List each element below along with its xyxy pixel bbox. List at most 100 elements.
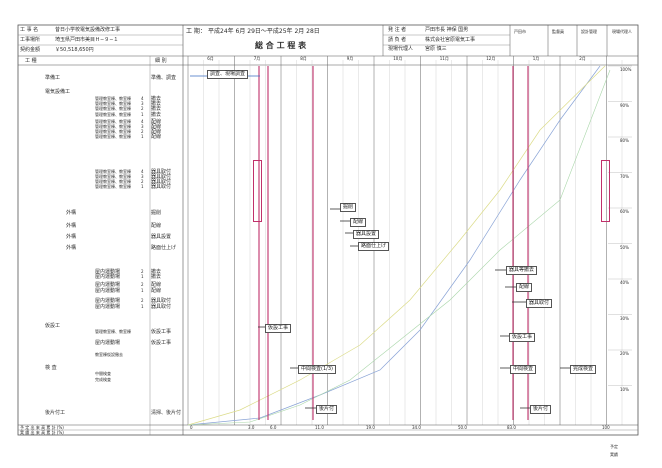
month-label: 7月: [253, 56, 261, 61]
percent-label: 60%: [620, 209, 629, 214]
bar-mid-2: 中間検査: [510, 365, 537, 374]
row-label: 屋内運動場: [95, 274, 121, 280]
row-detail: 配線: [151, 223, 162, 229]
row-detail: 掘削: [151, 210, 162, 216]
work-name-label: 工 事 名: [20, 27, 39, 33]
month-label: 8月: [300, 56, 307, 61]
bar-prep: 調査、現場調査: [207, 70, 249, 79]
progress-value: 50.0: [458, 425, 467, 430]
work-name: 昔日小学校電気設備改修工事: [55, 27, 121, 33]
row-label: 屋内運動場: [95, 298, 121, 304]
stamp-city: 戸田市: [514, 29, 526, 34]
percent-label: 50%: [620, 244, 629, 250]
progress-value: 3.0: [248, 425, 255, 430]
stamp-design: 設計管理: [581, 29, 597, 34]
contractor: 株式会社宮原電気工事: [425, 37, 476, 43]
row-detail: 配線: [151, 129, 162, 135]
percent-label: 10%: [620, 386, 629, 392]
percent-label: 80%: [620, 138, 629, 143]
row-detail: 器具取付: [151, 169, 172, 175]
row-label: 屋内運動場: [95, 269, 121, 275]
row-detail: 器具取付: [151, 174, 172, 180]
row-floor: 3: [141, 101, 144, 106]
row-label: 完成検査: [95, 377, 111, 382]
vertical-tag-2: [601, 160, 610, 222]
row-label: 管理教室棟、教室棟: [95, 134, 131, 139]
bar-temp-1: 仮設工事: [265, 324, 292, 333]
row-label: 後片付工: [45, 410, 66, 416]
row-label: 外構: [66, 245, 77, 251]
percent-label: 90%: [620, 102, 629, 108]
bar-gym-remove: 器具等撤去: [506, 266, 538, 275]
row-detail: 撤去: [151, 274, 162, 280]
row-label: 屋内運動場: [95, 288, 121, 294]
row-label: 管理教室棟、教室棟: [95, 129, 131, 134]
row-floor: 2: [141, 282, 144, 287]
row-floor: 2: [141, 129, 144, 134]
document-title: 総 合 工 程 表: [255, 41, 307, 50]
percent-label: 70%: [620, 173, 629, 179]
vertical-tag-1: [253, 160, 262, 222]
bar-ext-fix: 器具設置: [353, 230, 380, 239]
month-label: 6月: [207, 56, 214, 61]
row-label: 管理教室棟、教室棟: [95, 119, 131, 124]
row-detail: 撤去: [151, 112, 162, 118]
bar-mid-1: 中間検査(1/3): [298, 365, 336, 374]
row-label: 中間検査: [95, 371, 111, 376]
month-label: 12月: [486, 56, 496, 61]
row-detail: 器具取付: [151, 304, 172, 310]
progress-value: 19.0: [366, 425, 375, 430]
row-floor: 2: [141, 106, 144, 111]
row-floor: 1: [141, 134, 144, 139]
bar-ext-wire: 配線: [350, 218, 367, 227]
planned-progress-label: 予 定 出 来 高 累 計 (%): [20, 425, 64, 430]
bar-gym-wire: 配線: [516, 283, 533, 292]
orderer-label: 発 注 者: [388, 27, 407, 33]
row-label: 屋内運動場: [95, 340, 121, 346]
percent-label: 30%: [620, 315, 629, 321]
progress-value: 100: [602, 425, 610, 430]
row-floor: 3: [141, 124, 144, 129]
row-label: 管理教室棟、教室棟: [95, 329, 131, 334]
row-detail: 器具取付: [151, 298, 172, 304]
row-label: 屋内運動場: [95, 282, 121, 288]
row-label: 管理教室棟、教室棟: [95, 96, 131, 101]
legend-plan: 予定: [610, 444, 618, 449]
percent-label: 20%: [620, 351, 629, 356]
bar-ext-dig: 掘削: [340, 203, 357, 212]
s-curve-actual: [187, 65, 606, 426]
row-detail: 準備、調査: [151, 75, 177, 81]
percent-label: 40%: [620, 280, 629, 285]
row-floor: 4: [141, 119, 144, 124]
row-detail: 撤去: [151, 101, 162, 107]
period-label: 工 期：: [186, 28, 206, 35]
month-label: 11月: [439, 56, 449, 61]
bar-clean-2: 後片付: [530, 405, 552, 414]
progress-value: 34.0: [412, 425, 421, 430]
row-detail: 配線: [151, 282, 162, 288]
month-label: 2月: [579, 56, 586, 61]
progress-value: 6.0: [270, 425, 277, 430]
row-detail: 器具取付: [151, 179, 172, 185]
row-label: 管理教室棟、教室棟: [95, 101, 131, 106]
row-floor: 2: [141, 269, 144, 274]
column-work-type: 工 種: [25, 58, 37, 64]
progress-value: 83.0: [507, 425, 516, 430]
row-floor: 2: [141, 298, 144, 303]
row-label: 検 査: [45, 365, 57, 371]
row-floor: 1: [141, 112, 144, 117]
row-detail: 配線: [151, 119, 162, 125]
s-curve-alt: [187, 69, 611, 426]
row-label: 管理教室棟、教室棟: [95, 179, 131, 184]
row-detail: 撤去: [151, 96, 162, 102]
row-label: 電気設備工: [45, 89, 71, 95]
row-detail: 撤去: [151, 269, 162, 275]
stamp-supervisor: 監督員: [552, 29, 564, 34]
bar-temp-2: 仮設工事: [509, 333, 536, 342]
s-curve-plan: [187, 65, 601, 426]
row-label: 管理教室棟、教室棟: [95, 169, 131, 174]
row-detail: 撤去: [151, 106, 162, 112]
agent-label: 現場代理人: [388, 46, 414, 52]
orderer: 戸田市長 神保 国男: [425, 27, 469, 33]
